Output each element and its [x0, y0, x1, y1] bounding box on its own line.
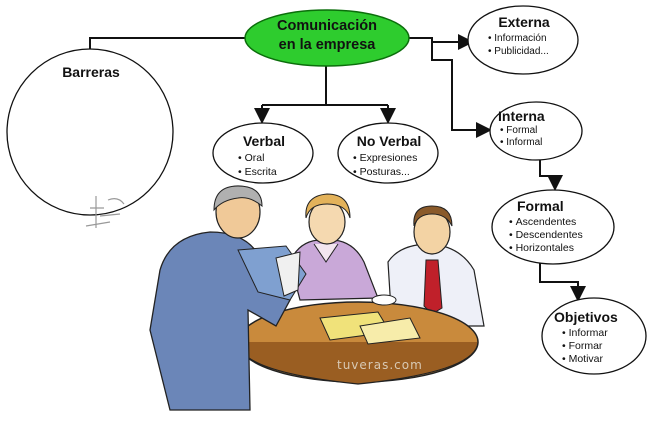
- noverbal-node: No Verbal Expresiones Posturas...: [347, 133, 431, 178]
- interna-item: Informal: [496, 137, 576, 148]
- externa-item: Publicidad...: [478, 46, 570, 57]
- noverbal-title: No Verbal: [347, 133, 431, 149]
- externa-node: Externa Información Publicidad...: [478, 14, 570, 57]
- arrow-to-formal: [540, 160, 555, 189]
- formal-item: Ascendentes: [503, 216, 607, 228]
- verbal-title: Verbal: [224, 133, 304, 149]
- formal-node: Formal Ascendentes Descendentes Horizont…: [503, 198, 607, 254]
- verbal-node: Verbal Oral Escrita: [224, 133, 304, 178]
- formal-item: Horizontales: [503, 242, 607, 254]
- interna-title: Interna: [496, 108, 576, 124]
- verbal-item: Oral: [224, 152, 304, 164]
- formal-title: Formal: [503, 198, 607, 214]
- noverbal-item: Expresiones: [347, 152, 431, 164]
- objetivos-item: Informar: [552, 327, 638, 339]
- externa-title: Externa: [478, 14, 570, 30]
- root-line-2: en la empresa: [248, 36, 406, 55]
- root-node: Comunicación en la empresa: [248, 17, 406, 55]
- objetivos-title: Objetivos: [552, 309, 638, 325]
- objetivos-item: Formar: [552, 340, 638, 352]
- interna-node: Interna Formal Informal: [496, 108, 576, 148]
- meeting-illustration: [150, 186, 484, 410]
- noverbal-item: Posturas...: [347, 166, 431, 178]
- arrow-to-externa: [408, 38, 472, 42]
- interna-item: Formal: [496, 125, 576, 136]
- objetivos-node: Objetivos Informar Formar Motivar: [552, 309, 638, 365]
- root-line-1: Comunicación: [248, 17, 406, 36]
- barreras-label: Barreras: [48, 64, 134, 80]
- formal-item: Descendentes: [503, 229, 607, 241]
- externa-item: Información: [478, 33, 570, 44]
- arrow-to-objetivos: [540, 262, 578, 300]
- watermark: tuveras.com: [337, 358, 423, 372]
- objetivos-item: Motivar: [552, 353, 638, 365]
- verbal-item: Escrita: [224, 166, 304, 178]
